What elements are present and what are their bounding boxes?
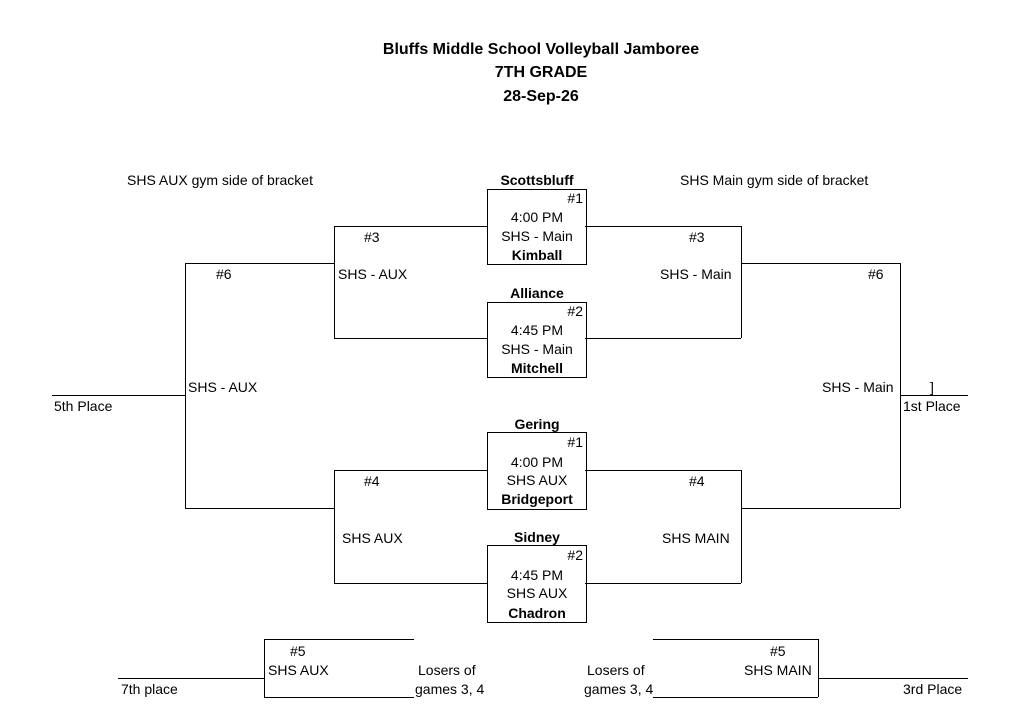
team-mitchell: Mitchell <box>510 360 564 376</box>
left-final-number: #6 <box>216 266 232 282</box>
bracket-line <box>118 678 264 679</box>
right-semifinal-location-2: SHS MAIN <box>662 530 730 546</box>
bracket-line <box>334 470 335 583</box>
bracket-line <box>264 639 265 697</box>
right-semifinal-number-2: #4 <box>689 473 705 489</box>
left-consolation-note-2: games 3, 4 <box>415 681 485 697</box>
left-semifinal-number-2: #4 <box>364 473 380 489</box>
bracket-line <box>264 697 414 698</box>
game-location: SHS AUX <box>506 585 568 601</box>
game-location: SHS - Main <box>501 228 573 244</box>
left-side-heading: SHS AUX gym side of bracket <box>127 172 313 188</box>
bracket-line <box>334 583 487 584</box>
right-semifinal-location: SHS - Main <box>660 266 732 282</box>
team-scottsbluff: Scottsbluff <box>500 172 574 188</box>
game-box-1 <box>487 189 587 265</box>
bracket-line <box>334 226 487 227</box>
right-side-heading: SHS Main gym side of bracket <box>680 172 869 188</box>
right-final-number: #6 <box>868 266 884 282</box>
bracket-line <box>741 226 742 338</box>
left-semifinal-location: SHS - AUX <box>338 266 408 282</box>
bracket-line <box>185 263 334 264</box>
bracket-mark: ] <box>930 379 934 395</box>
bracket-line <box>818 639 819 697</box>
game-number: #1 <box>567 190 583 206</box>
date-heading: 28-Sep-26 <box>503 88 579 105</box>
bracket-line <box>264 639 414 640</box>
bracket-line <box>653 639 818 640</box>
team-alliance: Alliance <box>510 285 564 301</box>
bracket-line <box>900 263 901 508</box>
bracket-line <box>741 263 900 264</box>
bracket-line <box>585 470 741 471</box>
game-number: #1 <box>567 434 583 450</box>
bracket-line <box>585 338 741 339</box>
grade-heading: 7TH GRADE <box>494 64 588 81</box>
bracket-line <box>185 263 186 508</box>
team-bridgeport: Bridgeport <box>501 491 573 507</box>
game-box-4 <box>487 545 587 623</box>
game-time: 4:45 PM <box>510 567 564 583</box>
bracket-line <box>334 338 487 339</box>
game-box-3 <box>487 432 587 510</box>
game-box-2 <box>487 302 587 378</box>
right-consolation-note-2: games 3, 4 <box>584 681 654 697</box>
left-consolation-location: SHS AUX <box>268 662 329 678</box>
bracket-line <box>741 470 742 583</box>
game-time: 4:45 PM <box>510 322 564 338</box>
left-final-location: SHS - AUX <box>188 379 258 395</box>
bracket-line <box>585 226 741 227</box>
game-number: #2 <box>567 303 583 319</box>
bracket-line <box>334 470 487 471</box>
game-number: #2 <box>567 547 583 563</box>
game-time: 4:00 PM <box>510 454 564 470</box>
page-title: Bluffs Middle School Volleyball Jamboree <box>382 41 700 58</box>
bracket-line <box>741 508 900 509</box>
bracket-line <box>900 395 968 396</box>
team-sidney: Sidney <box>514 529 560 545</box>
team-chadron: Chadron <box>508 605 566 621</box>
bracket-line <box>185 508 334 509</box>
bracket-line <box>52 395 185 396</box>
right-consolation-number: #5 <box>770 643 786 659</box>
game-location: SHS - Main <box>501 341 573 357</box>
right-semifinal-number: #3 <box>689 229 705 245</box>
third-place-label: 3rd Place <box>903 681 963 697</box>
team-gering: Gering <box>514 416 560 432</box>
team-kimball: Kimball <box>511 247 563 263</box>
right-consolation-note-1: Losers of <box>587 662 645 678</box>
left-consolation-number: #5 <box>290 643 306 659</box>
left-semifinal-location-2: SHS AUX <box>342 530 403 546</box>
left-semifinal-number: #3 <box>364 229 380 245</box>
left-consolation-note-1: Losers of <box>418 662 476 678</box>
seventh-place-label: 7th place <box>121 681 178 697</box>
right-final-location: SHS - Main <box>822 379 894 395</box>
game-location: SHS AUX <box>506 472 568 488</box>
fifth-place-label: 5th Place <box>54 398 113 414</box>
bracket-line <box>585 583 741 584</box>
first-place-label: 1st Place <box>903 398 961 414</box>
game-time: 4:00 PM <box>510 209 564 225</box>
right-consolation-location: SHS MAIN <box>744 662 812 678</box>
bracket-line <box>653 697 818 698</box>
bracket-line <box>818 678 968 679</box>
bracket-line <box>334 226 335 338</box>
